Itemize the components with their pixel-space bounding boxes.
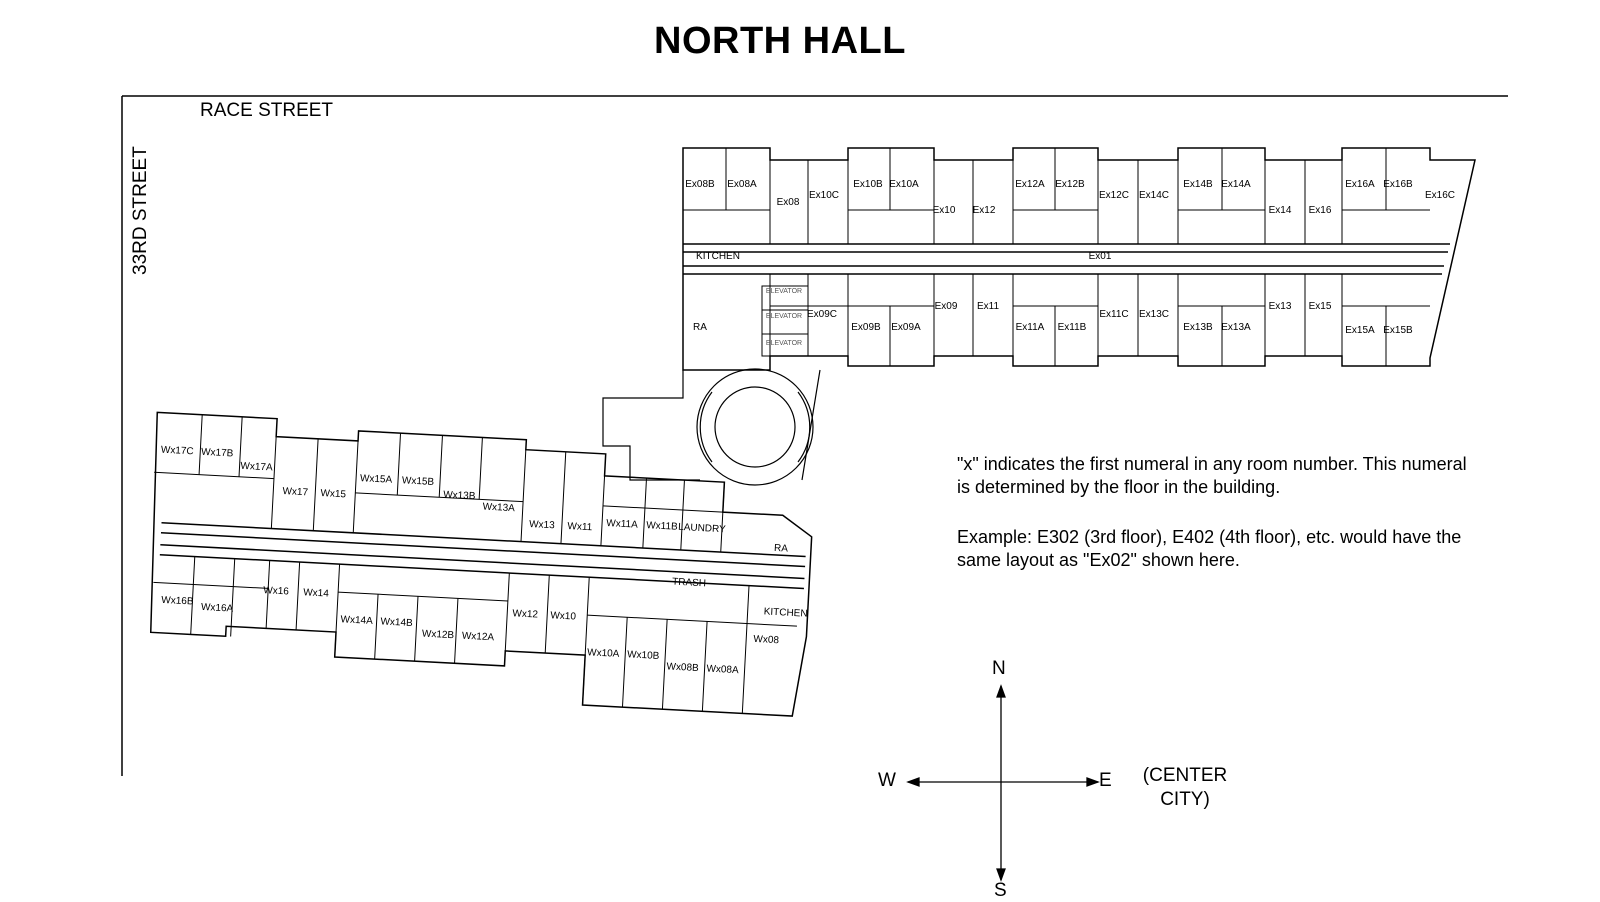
west-room-label-20: Wx14: [303, 587, 330, 599]
east-room-label-27: Ex09A: [891, 322, 921, 333]
west-room-label-2: Wx17A: [240, 461, 273, 474]
east-room-label-28: Ex09: [935, 301, 958, 312]
west-room-label-22: Wx14B: [380, 616, 413, 629]
compass-east-note: (CENTER CITY): [1142, 765, 1228, 810]
street-boundary: [121, 95, 1508, 776]
east-room-label-30: Ex11A: [1016, 322, 1045, 333]
west-room-label-6: Wx15B: [402, 475, 435, 488]
east-room-label-6: Ex10: [933, 205, 956, 216]
compass-north: N: [992, 658, 1006, 679]
west-room-label-29: Wx08B: [666, 661, 699, 674]
street-label-33rd: 33RD STREET: [130, 146, 151, 275]
west-room-label-21: Wx14A: [340, 614, 373, 627]
west-room-label-31: Wx08: [753, 634, 780, 646]
rotunda: [602, 368, 821, 486]
east-room-label-29: Ex11: [977, 301, 999, 312]
west-room-label-25: Wx12: [512, 608, 539, 620]
east-room-label-20: Ex01: [1089, 251, 1112, 262]
west-room-label-23: Wx12B: [422, 629, 455, 642]
compass-south: S: [994, 880, 1007, 901]
west-room-label-10: Wx11: [567, 521, 593, 533]
east-room-label-34: Ex13B: [1183, 322, 1213, 333]
west-room-label-3: Wx17: [282, 486, 309, 498]
east-room-label-39: Ex15B: [1383, 325, 1413, 336]
west-room-label-17: Wx16B: [161, 595, 194, 608]
west-room-labels: Wx17C Wx17B Wx17A Wx17 Wx15 Wx15A Wx15B Wx13B Wx…: [161, 445, 808, 677]
east-room-label-35: Ex13A: [1221, 322, 1251, 333]
east-room-label-11: Ex14C: [1139, 190, 1169, 201]
west-room-label-16: KITCHEN: [763, 606, 807, 619]
east-room-label-23: ELEVATOR: [766, 313, 802, 320]
west-room-label-30: Wx08A: [706, 663, 739, 676]
east-room-label-16: Ex16A: [1345, 179, 1375, 190]
east-room-label-18: Ex16C: [1425, 190, 1455, 201]
west-room-label-15: TRASH: [672, 577, 706, 590]
note-room-numbering: "x" indicates the first numeral in any r…: [957, 454, 1467, 497]
east-room-label-1: Ex08A: [727, 179, 757, 190]
east-room-label-8: Ex12A: [1015, 179, 1045, 190]
east-room-label-12: Ex14B: [1183, 179, 1213, 190]
east-room-label-5: Ex10A: [889, 179, 919, 190]
east-room-label-7: Ex12: [973, 205, 996, 216]
east-room-label-3: Ex10C: [809, 190, 839, 201]
east-room-label-9: Ex12B: [1055, 179, 1085, 190]
west-partitions: [153, 414, 797, 714]
east-room-label-26: Ex09B: [851, 322, 881, 333]
east-room-label-10: Ex12C: [1099, 190, 1129, 201]
east-room-label-0: Ex08B: [685, 179, 715, 190]
west-room-label-7: Wx13B: [443, 489, 476, 502]
east-room-label-33: Ex13C: [1139, 309, 1169, 320]
west-room-label-19: Wx16: [263, 585, 290, 597]
east-room-label-4: Ex10B: [853, 179, 883, 190]
west-room-label-0: Wx17C: [161, 445, 194, 458]
east-room-label-19: KITCHEN: [696, 251, 740, 262]
west-room-label-14: RA: [774, 543, 789, 555]
east-room-label-25: Ex09C: [807, 309, 837, 320]
west-room-label-27: Wx10A: [587, 647, 620, 660]
east-room-label-24: ELEVATOR: [766, 340, 802, 347]
west-room-label-13: LAUNDRY: [678, 522, 726, 535]
east-room-label-38: Ex15A: [1345, 325, 1375, 336]
east-room-label-21: RA: [693, 322, 707, 333]
east-room-label-37: Ex15: [1309, 301, 1332, 312]
west-room-label-5: Wx15A: [360, 473, 393, 486]
compass-arrows: [906, 684, 1100, 882]
east-room-label-13: Ex14A: [1221, 179, 1251, 190]
west-room-label-4: Wx15: [320, 488, 347, 500]
street-label-race: RACE STREET: [200, 100, 334, 121]
east-room-label-22: ELEVATOR: [766, 288, 802, 295]
west-room-label-28: Wx10B: [627, 649, 660, 662]
east-room-label-32: Ex11C: [1099, 309, 1128, 320]
west-room-label-24: Wx12A: [462, 631, 495, 644]
east-room-label-14: Ex14: [1269, 205, 1292, 216]
west-room-label-9: Wx13: [529, 519, 556, 531]
compass-east: E: [1099, 770, 1112, 791]
east-partitions: [683, 148, 1430, 366]
east-room-label-15: Ex16: [1309, 205, 1332, 216]
east-room-label-36: Ex13: [1269, 301, 1292, 312]
west-room-label-26: Wx10: [550, 610, 577, 622]
note-example: Example: E302 (3rd floor), E402 (4th flo…: [957, 527, 1462, 570]
east-room-label-31: Ex11B: [1058, 322, 1087, 333]
compass-west: W: [878, 770, 896, 791]
east-room-label-17: Ex16B: [1383, 179, 1413, 190]
east-room-label-2: Ex08: [777, 197, 800, 208]
west-room-label-1: Wx17B: [201, 447, 234, 460]
west-room-label-18: Wx16A: [201, 602, 234, 615]
west-room-label-12: Wx11B: [646, 520, 678, 533]
west-room-label-8: Wx13A: [482, 502, 515, 515]
page-title: NORTH HALL: [654, 20, 906, 62]
west-room-label-11: Wx11A: [606, 518, 638, 531]
